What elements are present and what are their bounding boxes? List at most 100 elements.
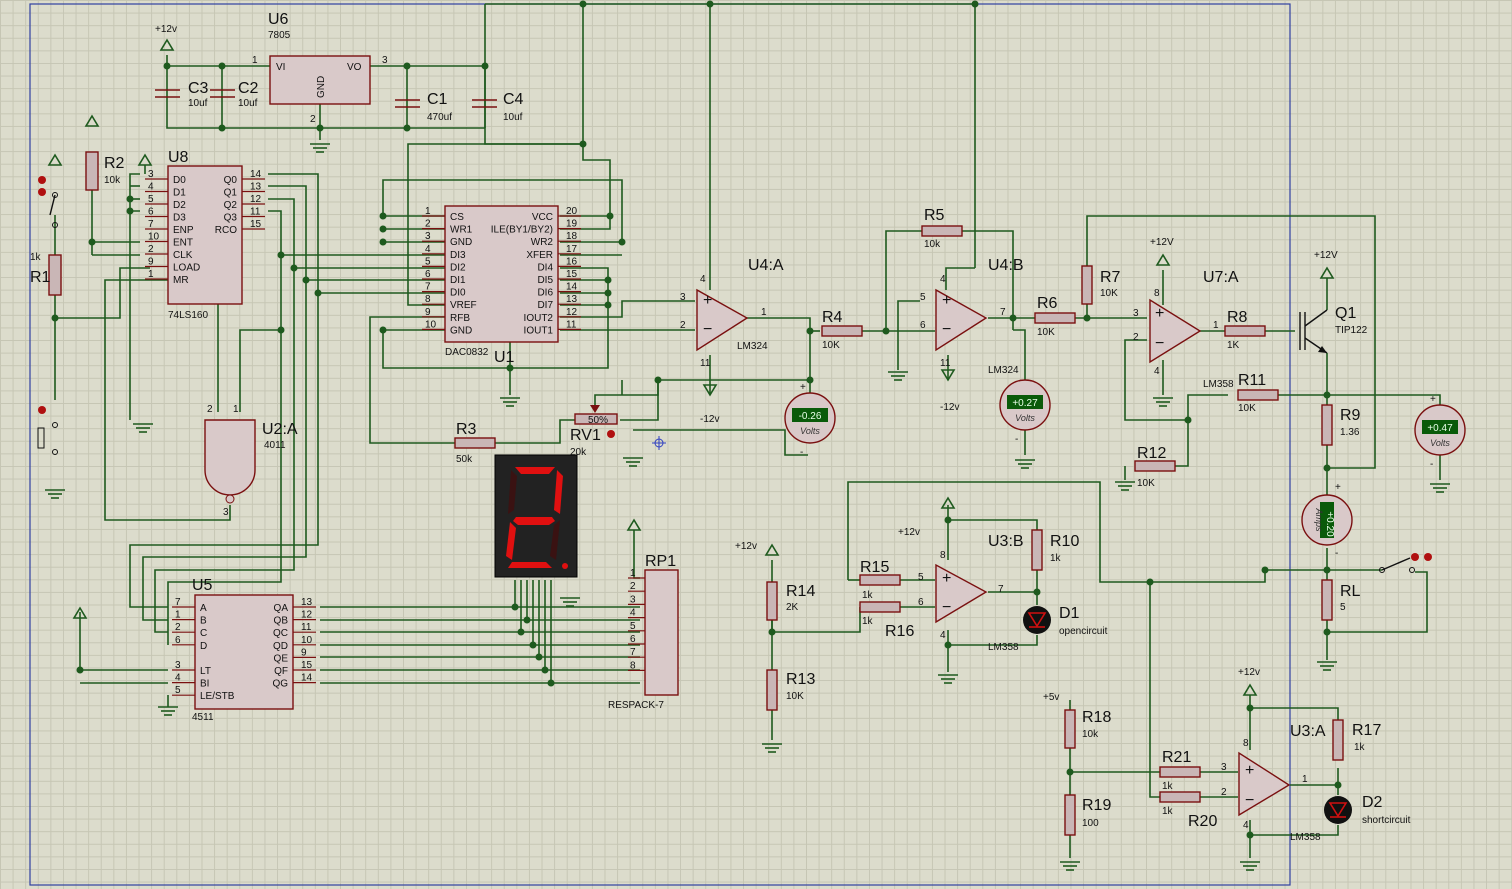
svg-text:+12v: +12v (1238, 667, 1260, 678)
pin-label: DI4 (537, 262, 553, 273)
svg-text:2K: 2K (786, 602, 799, 613)
resistor-r11[interactable]: R11 10K (1237, 372, 1279, 414)
potentiometer-rv1[interactable]: 50% RV1 20k (570, 405, 618, 458)
resistor-r14[interactable]: R14 2K (766, 581, 815, 621)
pin-number: 1 (148, 269, 154, 280)
pin-number: 14 (250, 169, 262, 180)
svg-text:1: 1 (233, 404, 239, 415)
svg-text:R15: R15 (860, 559, 889, 576)
capacitor-c1[interactable]: C1 470uf (395, 91, 452, 123)
pin-number: 4 (175, 673, 181, 684)
opamp-u7a[interactable]: +− U7:A LM358 3 2 1 8 4 (1133, 269, 1239, 390)
resistor-r3[interactable]: R3 50k (454, 421, 496, 465)
pin-number: 13 (301, 597, 313, 608)
counter-u8[interactable]: U8 74LS160 D03D14D25D36ENP7ENT10CLK2LOAD… (145, 149, 265, 321)
svg-text:4: 4 (940, 274, 946, 285)
pin-number: 11 (566, 319, 577, 330)
svg-text:+12v: +12v (898, 527, 920, 538)
resistor-r21[interactable]: R21 1k (1159, 749, 1201, 792)
resistor-r18[interactable]: R18 10k (1064, 709, 1111, 749)
svg-text:1k: 1k (1162, 781, 1174, 792)
push-switch-bottom[interactable] (37, 406, 58, 455)
svg-text:2: 2 (310, 114, 316, 125)
svg-text:R7: R7 (1100, 269, 1121, 286)
pin-number: 4 (425, 244, 431, 255)
svg-text:10k: 10k (1082, 729, 1099, 740)
power-labels: +12v -12v -12v +12V +12V +12v +12v +5v +… (155, 24, 1338, 703)
power-arrow-icon (626, 518, 642, 531)
resistor-r20[interactable]: R20 1k (1159, 791, 1217, 830)
nand-gate-u2a[interactable]: U2:A 4011 2 1 3 (204, 404, 298, 518)
svg-text:LM358: LM358 (1290, 832, 1321, 843)
pin-label: D2 (173, 200, 186, 211)
resistor-r17[interactable]: R17 1k (1332, 719, 1381, 761)
push-switch-top[interactable] (38, 176, 58, 228)
resistor-r8[interactable]: R8 1K (1224, 309, 1266, 351)
svg-text:7805: 7805 (268, 30, 291, 41)
svg-text:+5v: +5v (1043, 692, 1059, 703)
dac-u1[interactable]: U1 DAC0832 CS1WR12GND3DI34DI25DI16DI07VR… (422, 205, 581, 366)
regulator-u6[interactable]: U6 7805 VI VO GND 1 3 2 (252, 11, 388, 125)
load-switch[interactable] (1379, 553, 1433, 573)
capacitor-c2[interactable]: C2 10uf (210, 80, 259, 109)
resistor-r1[interactable]: R1 1k (30, 252, 62, 296)
resistor-r12[interactable]: R12 10K (1134, 445, 1176, 489)
pin-number: 11 (301, 622, 312, 633)
opamp-u4b[interactable]: +− U4:B LM324 5 6 7 4 11 (920, 257, 1024, 376)
svg-text:Amps: Amps (1314, 507, 1324, 532)
pin-number: 10 (148, 232, 160, 243)
resistor-r19[interactable]: R19 100 (1064, 794, 1111, 836)
resistor-r7[interactable]: R7 10K (1081, 265, 1121, 305)
svg-text:LM324: LM324 (988, 365, 1019, 376)
svg-text:8: 8 (940, 550, 946, 561)
capacitor-c3[interactable]: C3 10uf (155, 80, 209, 109)
svg-text:+12V: +12V (1150, 237, 1174, 248)
transistor-q1[interactable]: Q1 TIP122 (1299, 305, 1368, 354)
resistor-r4[interactable]: R4 10K (821, 309, 863, 351)
resistor-r5[interactable]: R5 10k (921, 207, 963, 250)
svg-text:2: 2 (207, 404, 213, 415)
pin-label: LOAD (173, 263, 200, 274)
opamp-u4a[interactable]: +− U4:A LM324 3 2 1 4 11 (680, 257, 784, 369)
resistor-r9[interactable]: R9 1.36 (1321, 404, 1361, 446)
pin-number: 15 (301, 660, 313, 671)
pin-number: 14 (301, 673, 313, 684)
svg-text:R6: R6 (1037, 295, 1058, 312)
resistor-r2[interactable]: R2 10k (85, 151, 125, 191)
svg-text:U2:A: U2:A (262, 421, 298, 438)
led-d2[interactable]: D2 shortcircuit (1324, 794, 1411, 826)
pin-label: DI1 (450, 275, 466, 286)
pin-number: 4 (630, 608, 636, 619)
ammeter-1[interactable]: +0.20 Amps + - (1301, 482, 1353, 559)
power-arrow-icon (84, 114, 100, 127)
wires (54, 3, 1441, 858)
svg-text:R8: R8 (1227, 309, 1248, 326)
resistor-rl[interactable]: RL 5 (1321, 579, 1361, 621)
opamp-u3a[interactable]: +− U3:A LM358 3 2 1 8 4 (1221, 723, 1326, 843)
svg-text:R14: R14 (786, 583, 815, 600)
power-arrow-icon (72, 606, 88, 619)
svg-text:1k: 1k (1354, 742, 1366, 753)
capacitor-c4[interactable]: C4 10uf (472, 91, 524, 123)
svg-text:7: 7 (998, 584, 1004, 595)
resistor-r15[interactable]: R15 1k (859, 559, 901, 601)
resistor-r16[interactable]: R16 1k (859, 601, 914, 640)
pin-number: 3 (425, 231, 431, 242)
pin-label: D3 (173, 213, 186, 224)
svg-text:+: + (800, 382, 806, 393)
voltmeter-3[interactable]: +0.47 Volts + - (1414, 394, 1466, 470)
voltmeter-1[interactable]: -0.26 Volts + - (784, 382, 836, 458)
svg-text:1k: 1k (1050, 553, 1062, 564)
resistor-r6[interactable]: R6 10K (1034, 295, 1076, 338)
resistor-r13[interactable]: R13 10K (766, 669, 815, 711)
opamp-u3b[interactable]: +− U3:B LM358 5 6 7 8 4 (918, 533, 1024, 653)
led-d1[interactable]: D1 opencircuit (1023, 605, 1108, 637)
resistor-r10[interactable]: R10 1k (1031, 529, 1079, 571)
voltmeter-2[interactable]: +0.27 Volts - (999, 379, 1051, 445)
svg-text:RESPACK-7: RESPACK-7 (608, 700, 664, 711)
svg-text:R13: R13 (786, 671, 815, 688)
pin-number: 1 (175, 610, 181, 621)
